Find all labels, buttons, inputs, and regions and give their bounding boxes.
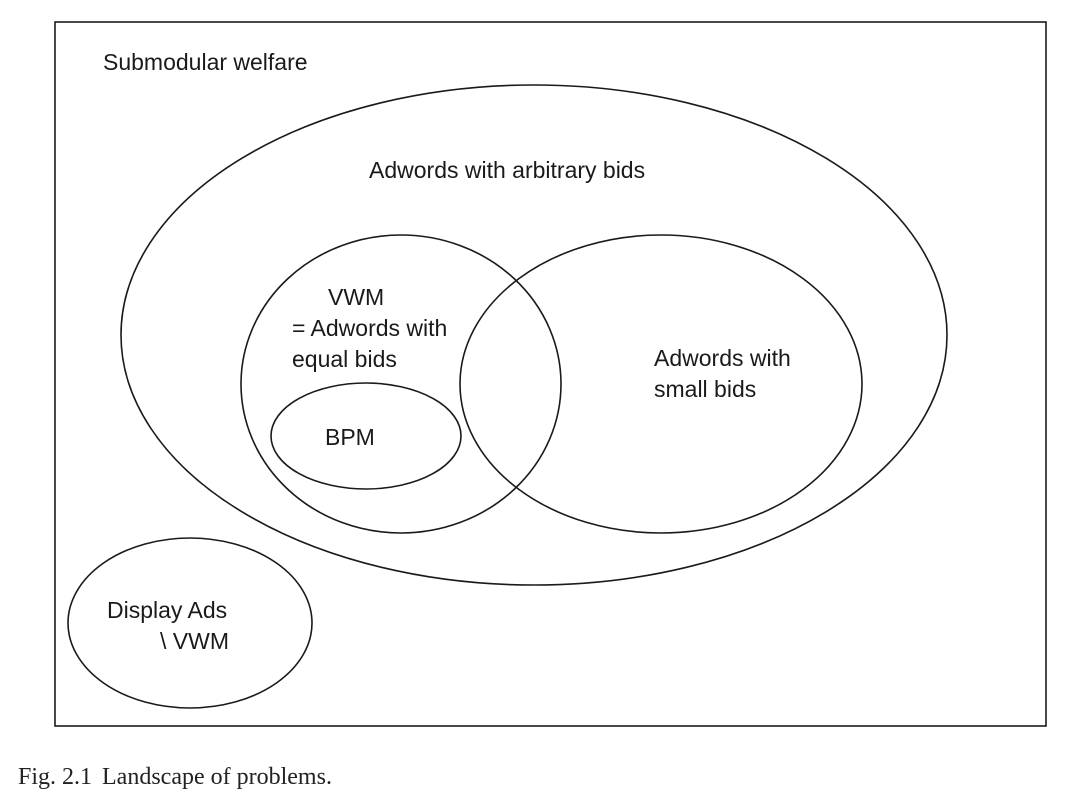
vwm-region bbox=[240, 234, 562, 534]
vwm-label-line2: = Adwords with bbox=[292, 315, 447, 341]
vwm-label-line3: equal bids bbox=[292, 346, 397, 372]
bpm-label: BPM bbox=[325, 424, 375, 450]
display-ads-label-line1: Display Ads bbox=[107, 597, 227, 623]
small-bids-region bbox=[459, 234, 863, 534]
vwm-label-line1: VWM bbox=[328, 284, 384, 310]
figure-caption-text: Landscape of problems. bbox=[102, 764, 332, 790]
venn-diagram: Submodular welfare Adwords with arbitrar… bbox=[54, 21, 1047, 727]
display-ads-label-line2: \ VWM bbox=[160, 628, 229, 654]
submodular-welfare-region bbox=[54, 21, 1047, 727]
submodular-welfare-label: Submodular welfare bbox=[103, 49, 308, 75]
figure-number: Fig. 2.1 bbox=[18, 764, 93, 790]
display-ads-region bbox=[67, 537, 313, 709]
figure-caption: Fig. 2.1 Landscape of problems. bbox=[18, 764, 332, 791]
bpm-region bbox=[270, 382, 462, 490]
small-bids-label-line1: Adwords with bbox=[654, 345, 791, 371]
arbitrary-bids-label: Adwords with arbitrary bids bbox=[369, 157, 645, 183]
arbitrary-bids-region bbox=[120, 84, 948, 586]
small-bids-label-line2: small bids bbox=[654, 376, 756, 402]
